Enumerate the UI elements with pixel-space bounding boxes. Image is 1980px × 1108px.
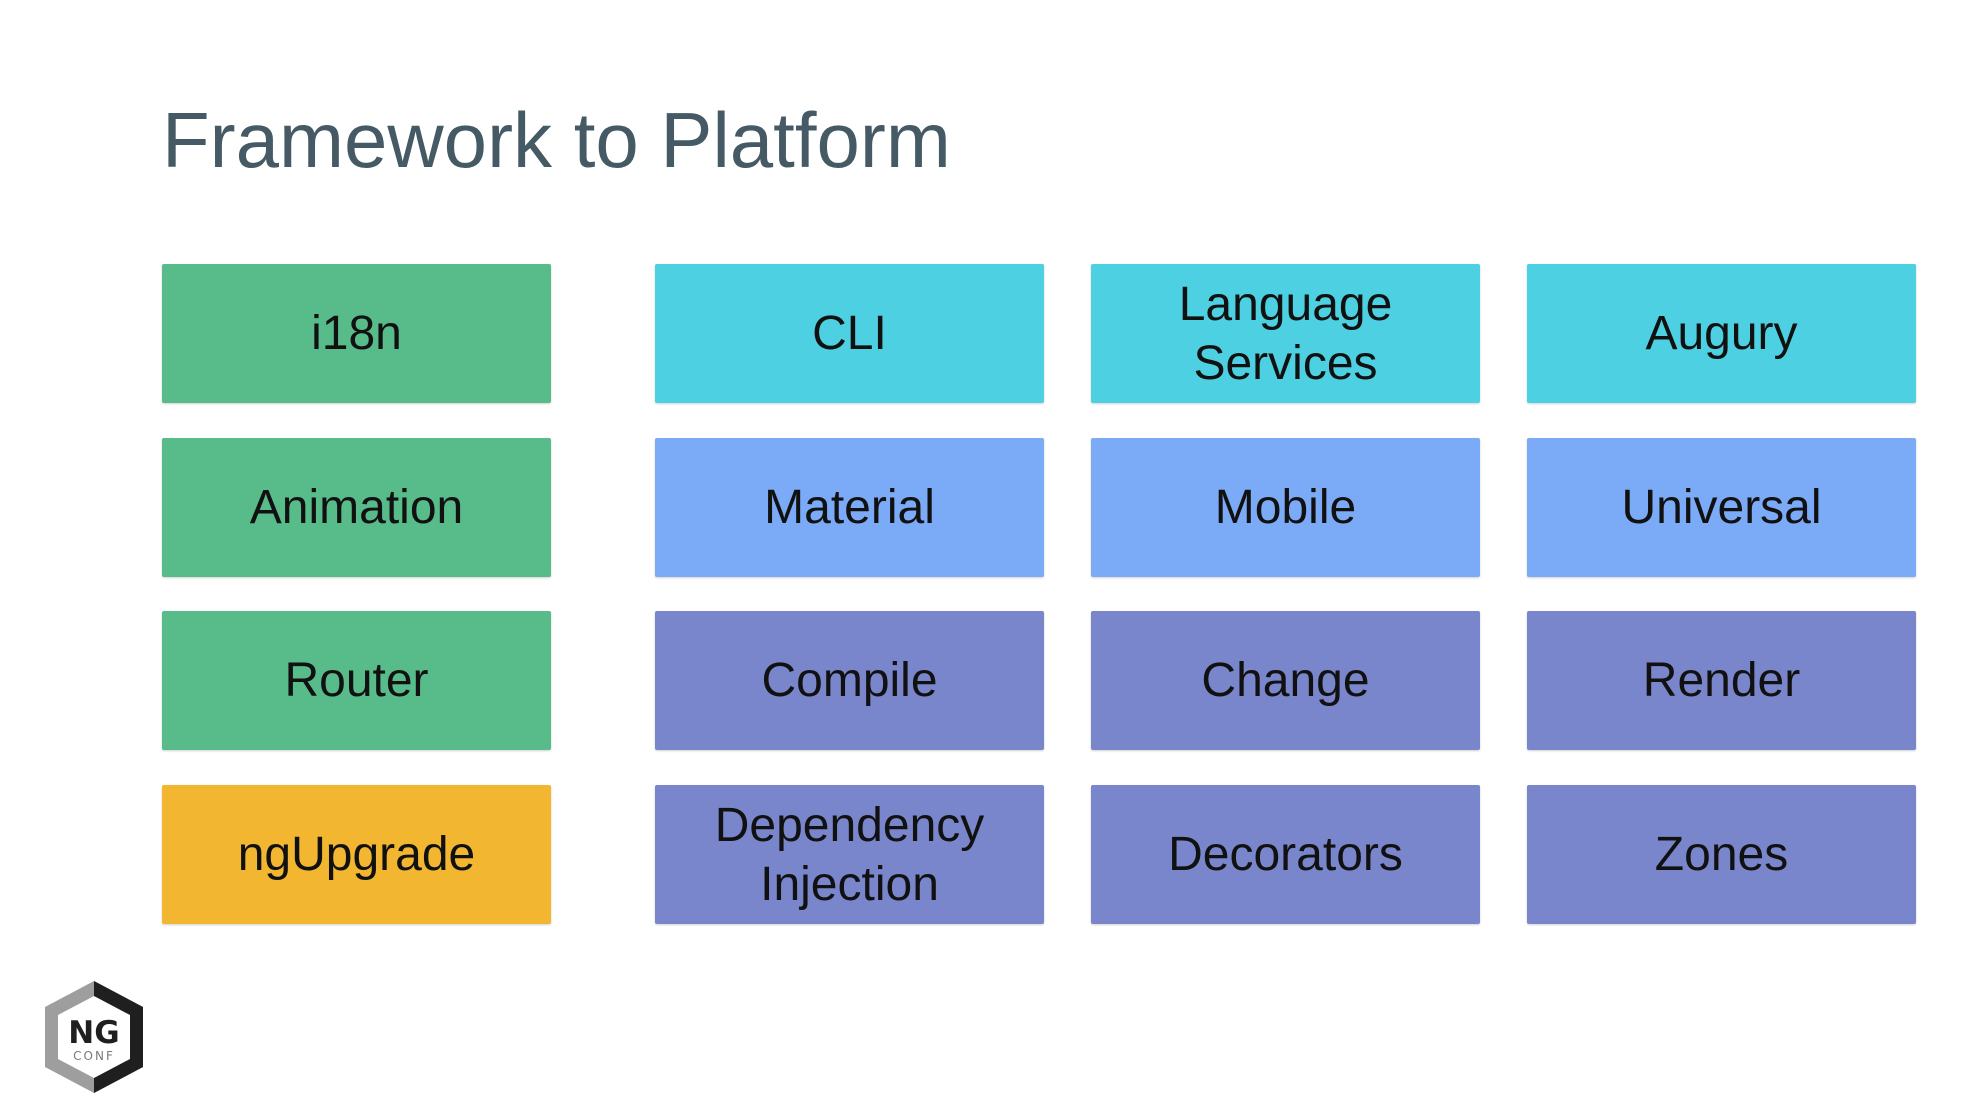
tile-i18n: i18n <box>162 264 551 403</box>
tile-zones: Zones <box>1527 785 1916 924</box>
tile-universal: Universal <box>1527 438 1916 577</box>
tile-render: Render <box>1527 611 1916 750</box>
tile-label: Universal <box>1621 481 1822 534</box>
tile-ngupgrade: ngUpgrade <box>162 785 551 924</box>
ng-conf-logo-icon: NG CONF <box>40 978 148 1096</box>
tile-router: Router <box>162 611 551 750</box>
slide-title: Framework to Platform <box>162 96 951 184</box>
tile-change: Change <box>1091 611 1480 750</box>
tile-decorators: Decorators <box>1091 785 1480 924</box>
tile-augury: Augury <box>1527 264 1916 403</box>
tile-animation: Animation <box>162 438 551 577</box>
tile-label: CLI <box>812 307 887 360</box>
tile-label: Augury <box>1645 307 1798 360</box>
tile-label: Language Services <box>1178 277 1393 390</box>
tile-label: Dependency Injection <box>714 798 985 911</box>
tile-dependency-injection: Dependency Injection <box>655 785 1044 924</box>
tile-label: Decorators <box>1168 828 1403 881</box>
tile-material: Material <box>655 438 1044 577</box>
tile-label: Router <box>284 654 429 707</box>
logo-main-text: NG <box>68 1015 119 1051</box>
tile-label: Render <box>1642 654 1801 707</box>
tile-label: Compile <box>761 654 938 707</box>
tile-mobile: Mobile <box>1091 438 1480 577</box>
tile-label: ngUpgrade <box>237 828 476 881</box>
tile-language-services: Language Services <box>1091 264 1480 403</box>
tile-label: Animation <box>249 481 464 534</box>
tile-cli: CLI <box>655 264 1044 403</box>
tile-compile: Compile <box>655 611 1044 750</box>
tile-label: Change <box>1201 654 1370 707</box>
tile-label: Material <box>764 481 935 534</box>
tile-label: Zones <box>1654 828 1789 881</box>
tile-label: i18n <box>311 307 402 360</box>
tile-label: Mobile <box>1214 481 1357 534</box>
logo-sub-text: CONF <box>73 1049 115 1063</box>
